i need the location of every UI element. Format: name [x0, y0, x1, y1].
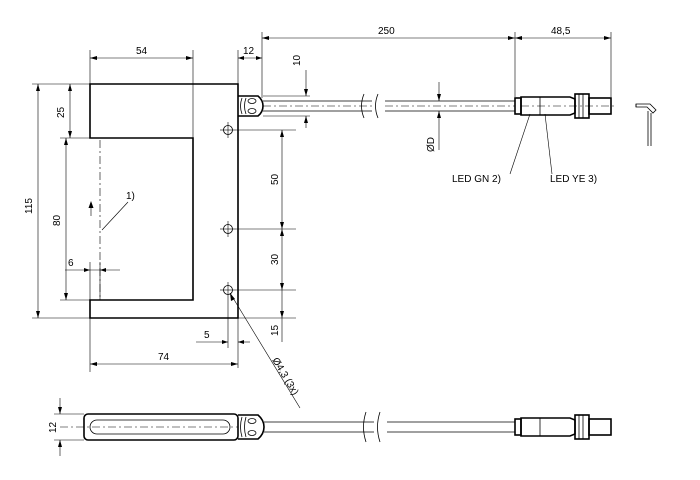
dimension-74: 74 — [89, 318, 238, 372]
hole-diameter-callout: Ø4,3 (3x) — [229, 292, 300, 409]
note-1-leader — [101, 201, 129, 231]
svg-text:ØD: ØD — [426, 137, 437, 152]
sensor-body-top-view: 1) — [88, 83, 239, 319]
dimension-80: 80 — [52, 138, 90, 301]
svg-text:74: 74 — [158, 352, 170, 363]
svg-text:250: 250 — [378, 26, 395, 37]
mounting-hole-1 — [220, 122, 236, 138]
dimension-48-5: 48,5 — [515, 26, 612, 97]
dimension-side-12: 12 — [48, 398, 84, 456]
svg-text:25: 25 — [56, 106, 67, 118]
svg-text:12: 12 — [243, 46, 255, 57]
dimension-5: 5 — [196, 298, 250, 368]
svg-text:6: 6 — [68, 258, 74, 269]
dimension-30: 30 — [236, 229, 296, 291]
svg-text:50: 50 — [270, 173, 281, 185]
svg-text:12: 12 — [48, 421, 59, 433]
svg-text:80: 80 — [52, 214, 63, 226]
cable-top-view — [263, 93, 515, 119]
dimension-15: 15 — [238, 290, 296, 342]
sensor-side-view — [60, 413, 265, 441]
cable-side-view — [264, 411, 515, 443]
dimension-diameter-d: ØD — [426, 82, 441, 152]
svg-text:48,5: 48,5 — [551, 26, 571, 37]
svg-text:115: 115 — [24, 198, 35, 214]
led-ye-label: LED YE 3) — [550, 174, 597, 185]
mounting-hole-3 — [220, 282, 236, 298]
mating-connector-icon — [635, 103, 657, 146]
dimension-115: 115 — [24, 83, 90, 319]
svg-text:Ø4,3 (3x): Ø4,3 (3x) — [269, 356, 300, 397]
dimension-10: 10 — [263, 54, 310, 128]
dimension-54: 54 — [89, 46, 194, 138]
cable-gland-top-view — [238, 95, 264, 117]
note-1-label: 1) — [126, 191, 135, 202]
dimension-250: 250 — [262, 26, 516, 97]
dimension-6: 6 — [65, 258, 120, 300]
svg-text:10: 10 — [292, 54, 303, 66]
svg-text:54: 54 — [136, 46, 148, 57]
dimension-12: 12 — [237, 32, 263, 98]
svg-text:15: 15 — [270, 324, 281, 336]
led-gn-label: LED GN 2) — [452, 174, 501, 185]
led-leaders — [509, 113, 553, 175]
light-direction-arrow-icon — [88, 201, 94, 216]
svg-text:30: 30 — [270, 253, 281, 265]
connector-top-view — [514, 93, 615, 119]
mounting-hole-2 — [220, 221, 236, 237]
connector-side-view — [514, 414, 612, 440]
dimension-25: 25 — [56, 83, 96, 139]
svg-text:5: 5 — [204, 330, 210, 341]
dimension-50: 50 — [236, 129, 296, 230]
